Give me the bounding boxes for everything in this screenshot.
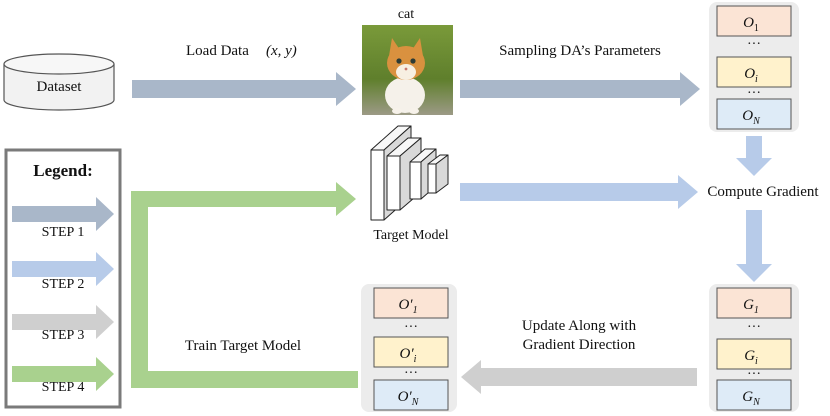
update-arrow — [461, 360, 697, 394]
legend-step2-label: STEP 2 — [42, 277, 85, 292]
update-label-line1: Update Along with — [522, 318, 637, 334]
update-label-line2: Gradient Direction — [523, 337, 636, 353]
grad-gi: Gi — [744, 348, 758, 367]
cat-image — [362, 25, 453, 115]
grad-gn: GN — [742, 389, 761, 408]
legend-step1-label: STEP 1 — [42, 225, 85, 240]
image-label: cat — [398, 7, 414, 22]
dataset-node: Dataset — [3, 53, 115, 111]
grad-dots-2: ··· — [747, 367, 761, 382]
updated-dots-1: ··· — [404, 320, 418, 335]
legend-step3-swatch — [12, 305, 114, 339]
legend-step4-swatch — [12, 357, 114, 391]
train-arrow — [131, 182, 358, 388]
params-stack: O1 ··· Oi ··· ON — [709, 2, 799, 132]
param-on: ON — [742, 108, 761, 127]
grad-dots-1: ··· — [747, 320, 761, 335]
param-oi: Oi — [744, 66, 758, 85]
param-dots-2: ··· — [747, 86, 761, 101]
legend-step4-label: STEP 4 — [42, 380, 85, 395]
updated-o1: O′1 — [398, 297, 417, 316]
load-data-math: (x, y) — [266, 43, 297, 59]
updated-oi: O′i — [400, 346, 417, 365]
compute-gradient-label: Compute Gradient — [707, 184, 819, 200]
gradient-to-stack-arrow — [736, 210, 772, 282]
dataset-label: Dataset — [37, 79, 83, 95]
target-model-icon — [370, 125, 449, 221]
updated-params-stack: O′1 ··· O′i ··· O′N — [361, 284, 457, 412]
load-data-arrow — [132, 72, 356, 106]
grad-g1: G1 — [743, 297, 759, 316]
train-label: Train Target Model — [185, 338, 301, 354]
legend-step1-swatch — [12, 197, 114, 231]
gradients-stack: G1 ··· Gi ··· GN — [709, 284, 799, 412]
sampling-label: Sampling DA’s Parameters — [499, 43, 661, 59]
target-model-label: Target Model — [373, 228, 448, 243]
param-o1: O1 — [743, 15, 759, 34]
params-to-gradient-arrow — [736, 136, 772, 176]
load-data-label: Load Data — [186, 43, 249, 59]
legend: Legend: STEP 1 STEP 2 STEP 3 STEP 4 — [4, 148, 122, 409]
legend-step3-label: STEP 3 — [42, 328, 85, 343]
sampling-arrow — [460, 72, 700, 106]
legend-step2-swatch — [12, 252, 114, 286]
param-dots-1: ··· — [747, 37, 761, 52]
updated-on: O′N — [398, 389, 420, 408]
legend-title: Legend: — [33, 161, 93, 180]
model-to-gradient-arrow — [460, 175, 698, 209]
updated-dots-2: ··· — [404, 366, 418, 381]
